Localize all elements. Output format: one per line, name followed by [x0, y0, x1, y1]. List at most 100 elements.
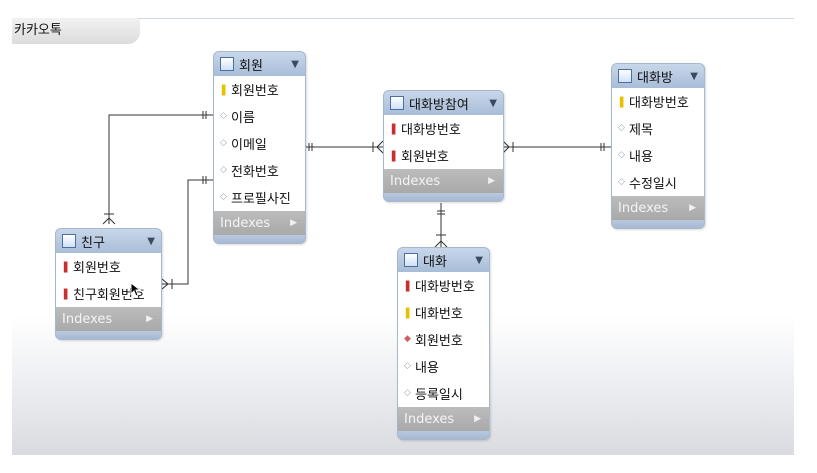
column-row[interactable]: ❚대화방번호 [612, 88, 704, 115]
indexes-section[interactable]: Indexes ▶ [56, 307, 161, 331]
column-name: 대화방번호 [415, 280, 475, 295]
expand-arrow-icon[interactable]: ▶ [146, 314, 153, 324]
relationship-lines [102, 111, 611, 290]
table-icon [220, 57, 234, 71]
table-header[interactable]: 대화방참여 ▼ [384, 91, 503, 115]
indexes-label: Indexes [220, 215, 271, 231]
table-name: 친구 [81, 235, 105, 251]
fk-pk-icon: ❚ [61, 287, 71, 300]
table-header[interactable]: 대화방 ▼ [612, 64, 704, 88]
column-row[interactable]: ◇ 등록일시 [398, 380, 489, 407]
collapse-arrow-icon[interactable]: ▼ [147, 235, 155, 247]
table-name: 대화방참여 [409, 97, 469, 113]
diagram-tab[interactable]: 카카오톡 [12, 18, 140, 44]
collapse-arrow-icon[interactable]: ▼ [489, 97, 497, 109]
fk-pk-icon: ❚ [403, 279, 413, 292]
fk-icon: ◆ [404, 334, 411, 344]
column-name: 대화방번호 [401, 123, 461, 138]
column-name: 내용 [415, 361, 439, 376]
table-icon [390, 96, 404, 110]
column-name: 회원번호 [401, 150, 449, 165]
relationship-member-friend-1 [108, 114, 213, 224]
fk-pk-icon: ❚ [389, 149, 399, 162]
column-row[interactable]: ◇ 프로필사진 [214, 184, 305, 211]
pk-icon: ❚ [403, 306, 413, 319]
column-name: 이메일 [231, 138, 267, 153]
table-chatroom[interactable]: 대화방 ▼ ❚대화방번호 ◇ 제목 ◇ 내용 ◇ 수정일시 Indexes ▶ [611, 63, 705, 229]
pk-icon: ❚ [617, 95, 627, 108]
table-header[interactable]: 대화 ▼ [398, 248, 489, 272]
column-row[interactable]: ❚친구회원번호 [56, 280, 161, 307]
attribute-icon: ◇ [618, 123, 625, 133]
column-name: 회원번호 [231, 84, 279, 99]
column-name: 제목 [629, 123, 653, 138]
pk-icon: ❚ [219, 83, 229, 96]
column-name: 프로필사진 [231, 192, 291, 207]
canvas-top-border [138, 18, 794, 19]
indexes-label: Indexes [618, 200, 669, 216]
column-name: 전화번호 [231, 165, 279, 180]
table-chat[interactable]: 대화 ▼ ❚대화방번호 ❚대화번호 ◆회원번호 ◇내용 ◇등록일시 Indexe… [397, 247, 490, 440]
attribute-icon: ◇ [220, 165, 227, 175]
column-row[interactable]: ◇ 내용 [612, 142, 704, 169]
column-row[interactable]: ❚회원번호 [56, 253, 161, 280]
relationship-member-friend-2 [162, 179, 213, 285]
table-name: 대화 [423, 254, 447, 270]
indexes-label: Indexes [404, 411, 455, 427]
collapse-arrow-icon[interactable]: ▼ [690, 70, 698, 82]
column-name: 등록일시 [415, 388, 463, 403]
table-friend[interactable]: 친구 ▼ ❚회원번호 ❚친구회원번호 Indexes ▶ [55, 228, 162, 340]
column-row[interactable]: ❚대화번호 [398, 299, 489, 326]
column-row[interactable]: ◇ 제목 [612, 115, 704, 142]
mouse-cursor-icon [130, 282, 142, 297]
column-name: 내용 [629, 150, 653, 165]
column-row[interactable]: ❚회원번호 [384, 142, 503, 169]
column-name: 대화번호 [415, 307, 463, 322]
attribute-icon: ◇ [404, 361, 411, 371]
indexes-section[interactable]: Indexes ▶ [384, 169, 503, 193]
column-row[interactable]: ◇ 전화번호 [214, 157, 305, 184]
diagram-canvas[interactable]: 카카오톡 [12, 18, 794, 455]
expand-arrow-icon[interactable]: ▶ [474, 414, 481, 424]
expand-arrow-icon[interactable]: ▶ [488, 176, 495, 186]
table-icon [62, 234, 76, 248]
collapse-arrow-icon[interactable]: ▼ [291, 58, 299, 70]
fk-pk-icon: ❚ [389, 122, 399, 135]
table-chatroom-participant[interactable]: 대화방참여 ▼ ❚대화방번호 ❚회원번호 Indexes ▶ [383, 90, 504, 202]
column-row[interactable]: ❚회원번호 [214, 76, 305, 103]
column-row[interactable]: ◇이름 [214, 103, 305, 130]
table-icon [404, 253, 418, 267]
expand-arrow-icon[interactable]: ▶ [689, 203, 696, 213]
column-name: 친구회원번호 [73, 288, 145, 303]
table-footer [398, 431, 489, 439]
column-name: 이름 [231, 111, 255, 126]
attribute-icon: ◇ [220, 192, 227, 202]
attribute-icon: ◇ [404, 388, 411, 398]
column-row[interactable]: ❚대화방번호 [398, 272, 489, 299]
table-header[interactable]: 회원 ▼ [214, 52, 305, 76]
indexes-section[interactable]: Indexes ▶ [398, 407, 489, 431]
column-row[interactable]: ◇ 수정일시 [612, 169, 704, 196]
table-member[interactable]: 회원 ▼ ❚회원번호 ◇이름 ◇ 이메일 ◇ 전화번호 ◇ 프로필사진 Indexes… [213, 51, 306, 244]
table-icon [618, 69, 632, 83]
expand-arrow-icon[interactable]: ▶ [290, 218, 297, 228]
indexes-section[interactable]: Indexes ▶ [612, 196, 704, 220]
attribute-icon: ◇ [618, 177, 625, 187]
column-row[interactable]: ◇ 이메일 [214, 130, 305, 157]
table-footer [56, 331, 161, 339]
indexes-section[interactable]: Indexes ▶ [214, 211, 305, 235]
table-header[interactable]: 친구 ▼ [56, 229, 161, 253]
table-footer [612, 220, 704, 228]
indexes-label: Indexes [62, 311, 113, 327]
column-row[interactable]: ◆ 회원번호 [398, 326, 489, 353]
column-row[interactable]: ◇ 내용 [398, 353, 489, 380]
collapse-arrow-icon[interactable]: ▼ [475, 254, 483, 266]
column-row[interactable]: ❚대화방번호 [384, 115, 503, 142]
fk-pk-icon: ❚ [61, 260, 71, 273]
column-name: 수정일시 [629, 177, 677, 192]
column-name: 회원번호 [415, 334, 463, 349]
table-footer [214, 235, 305, 243]
attribute-icon: ◇ [618, 150, 625, 160]
table-footer [384, 193, 503, 201]
attribute-icon: ◇ [220, 138, 227, 148]
